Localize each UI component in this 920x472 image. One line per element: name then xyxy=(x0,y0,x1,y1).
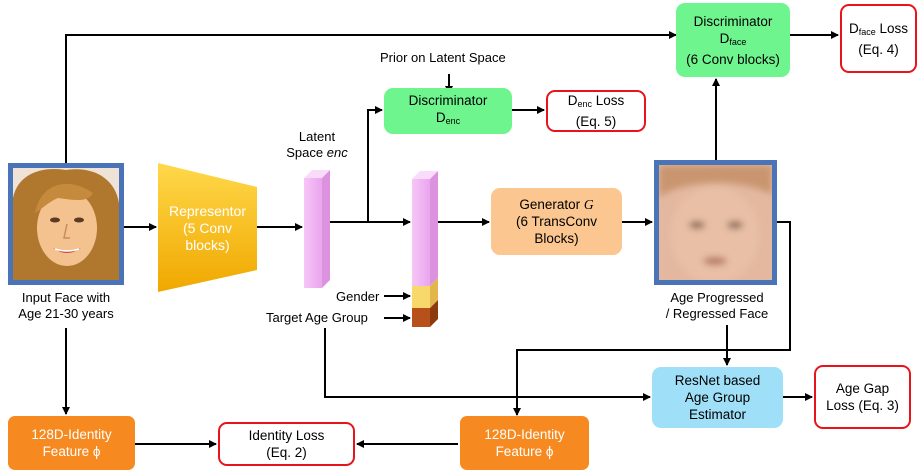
identity-feature-right: 128D-Identity Feature ϕ xyxy=(460,416,589,470)
input-face-image xyxy=(8,163,124,285)
representor-trapezoid xyxy=(158,163,257,292)
latent-space-bar xyxy=(304,170,330,288)
concat-vector-bar xyxy=(412,171,438,327)
discriminator-face-block: Discriminator Dface (6 Conv blocks) xyxy=(676,3,790,77)
gender-label: Gender xyxy=(336,289,380,304)
denc-loss-box: Denc Loss (Eq. 5) xyxy=(546,90,646,132)
generator-block: Generator G (6 TransConv Blocks) xyxy=(491,188,622,255)
output-face-caption: Age Progressed/ Regressed Face xyxy=(665,290,769,321)
target-age-label: Target Age Group xyxy=(266,310,368,325)
identity-loss-box: Identity Loss(Eq. 2) xyxy=(218,422,355,466)
latent-space-label: Latent Space enc xyxy=(286,129,348,160)
identity-feature-left: 128D-Identity Feature ϕ xyxy=(8,416,135,470)
output-face-image xyxy=(654,160,777,285)
dface-loss-box: Dface Loss (Eq. 4) xyxy=(840,4,917,73)
prior-label: Prior on Latent Space xyxy=(380,50,506,65)
discriminator-enc-block: Discriminator Denc xyxy=(384,88,512,134)
